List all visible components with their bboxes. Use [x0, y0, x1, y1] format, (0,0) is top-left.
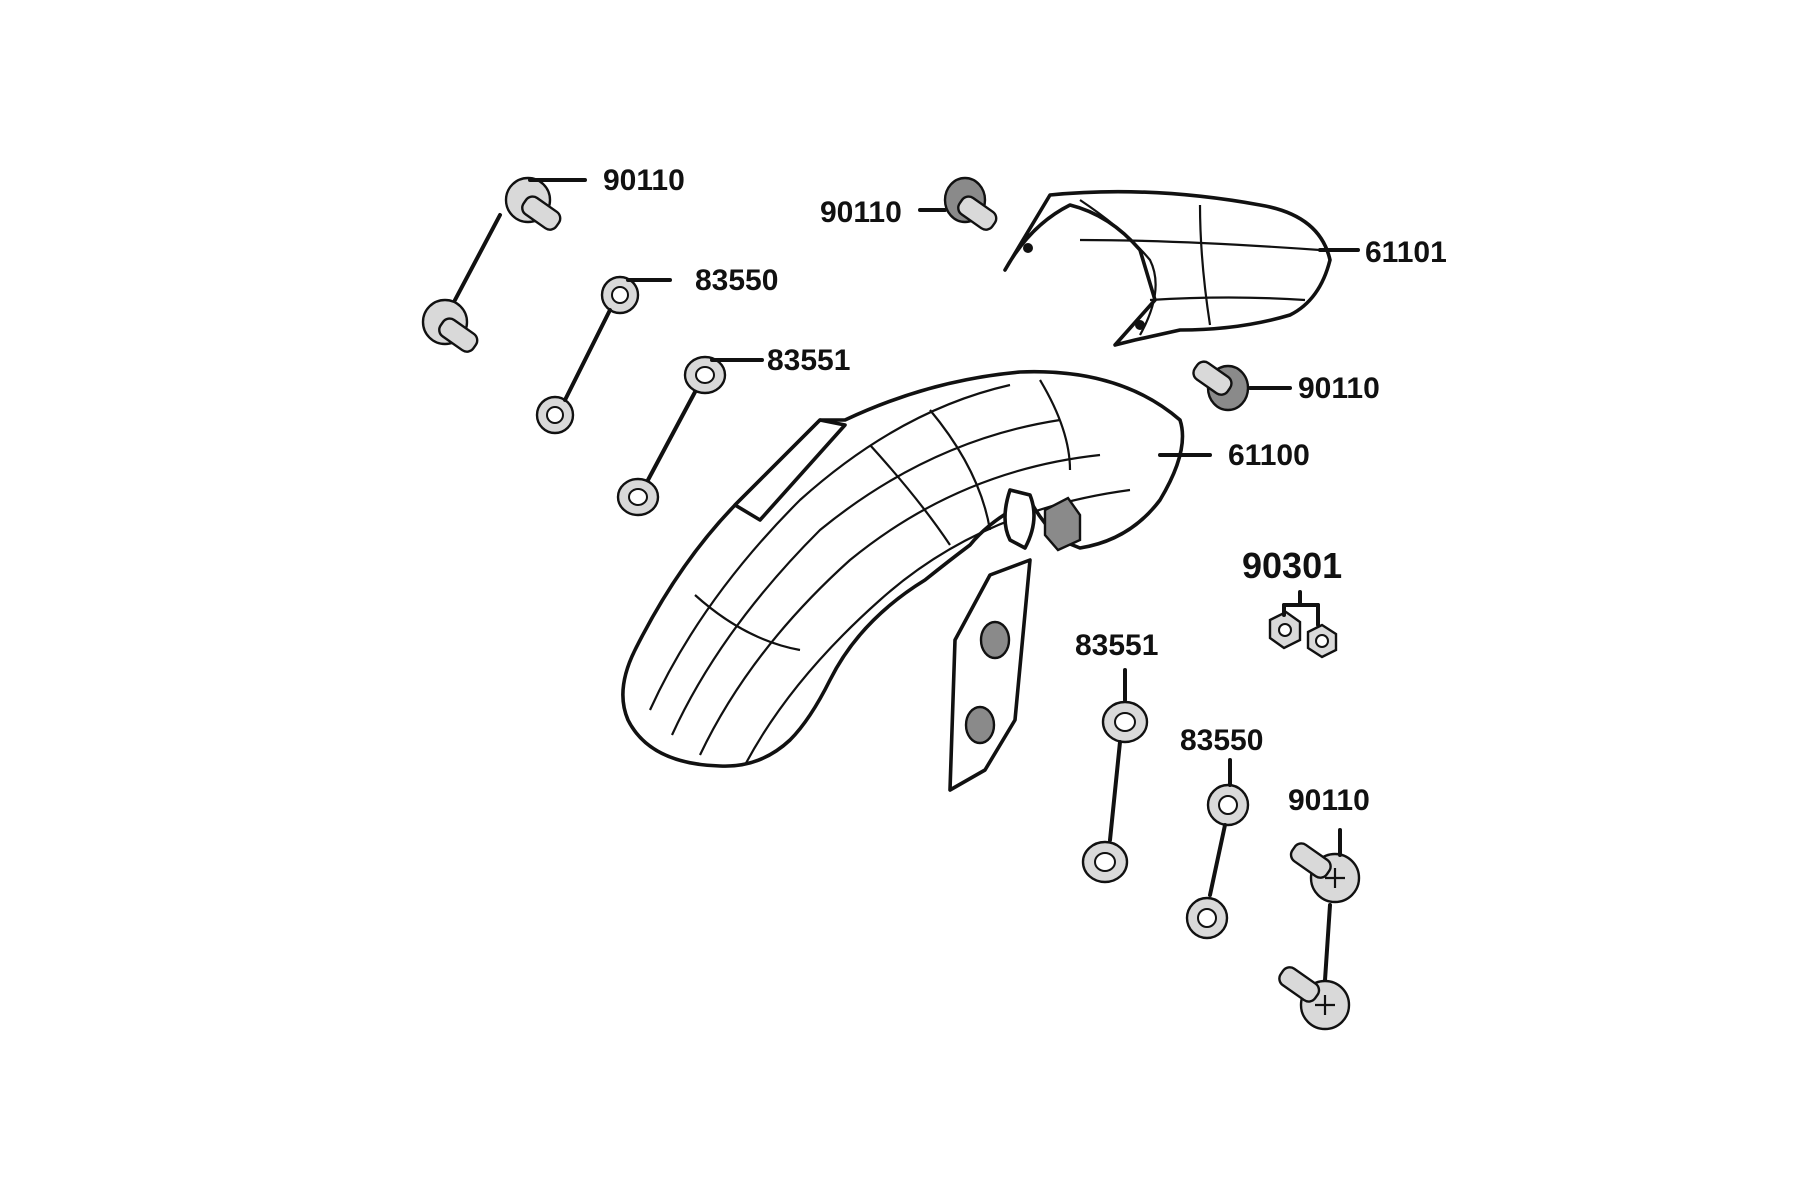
collar-icon [600, 275, 640, 315]
label-90110-bottom-right: 90110 [1288, 784, 1370, 817]
bolt-icon [421, 298, 479, 353]
bolt-icon [943, 176, 998, 231]
bolt-icon [1278, 966, 1351, 1031]
label-83550-top: 83550 [695, 264, 778, 297]
inner-fender-part [1003, 189, 1332, 347]
label-90110-mid-right: 90110 [1298, 372, 1380, 405]
label-83551-top: 83551 [767, 344, 850, 377]
bolt-icon [1192, 360, 1250, 412]
collar-icon [1185, 896, 1229, 940]
nut-icon [1306, 623, 1338, 659]
grommet-icon [1101, 700, 1149, 744]
bolt-icon [504, 176, 562, 231]
grommet-icon [1081, 840, 1129, 884]
label-90301: 90301 [1242, 545, 1342, 586]
label-90110-top-mid: 90110 [820, 196, 902, 229]
nut-icon [1268, 610, 1302, 650]
collar-icon [1206, 783, 1250, 827]
collar-icon [535, 395, 575, 435]
grommet-icon [616, 477, 660, 517]
label-83550-bottom: 83550 [1180, 724, 1263, 757]
label-61101: 61101 [1365, 236, 1447, 269]
grommet-icon [683, 355, 727, 395]
label-90110-top-left: 90110 [603, 164, 685, 197]
label-61100: 61100 [1228, 439, 1310, 472]
front-fender-part [621, 369, 1185, 792]
bolt-icon [1289, 842, 1361, 904]
label-83551-bottom: 83551 [1075, 629, 1158, 662]
